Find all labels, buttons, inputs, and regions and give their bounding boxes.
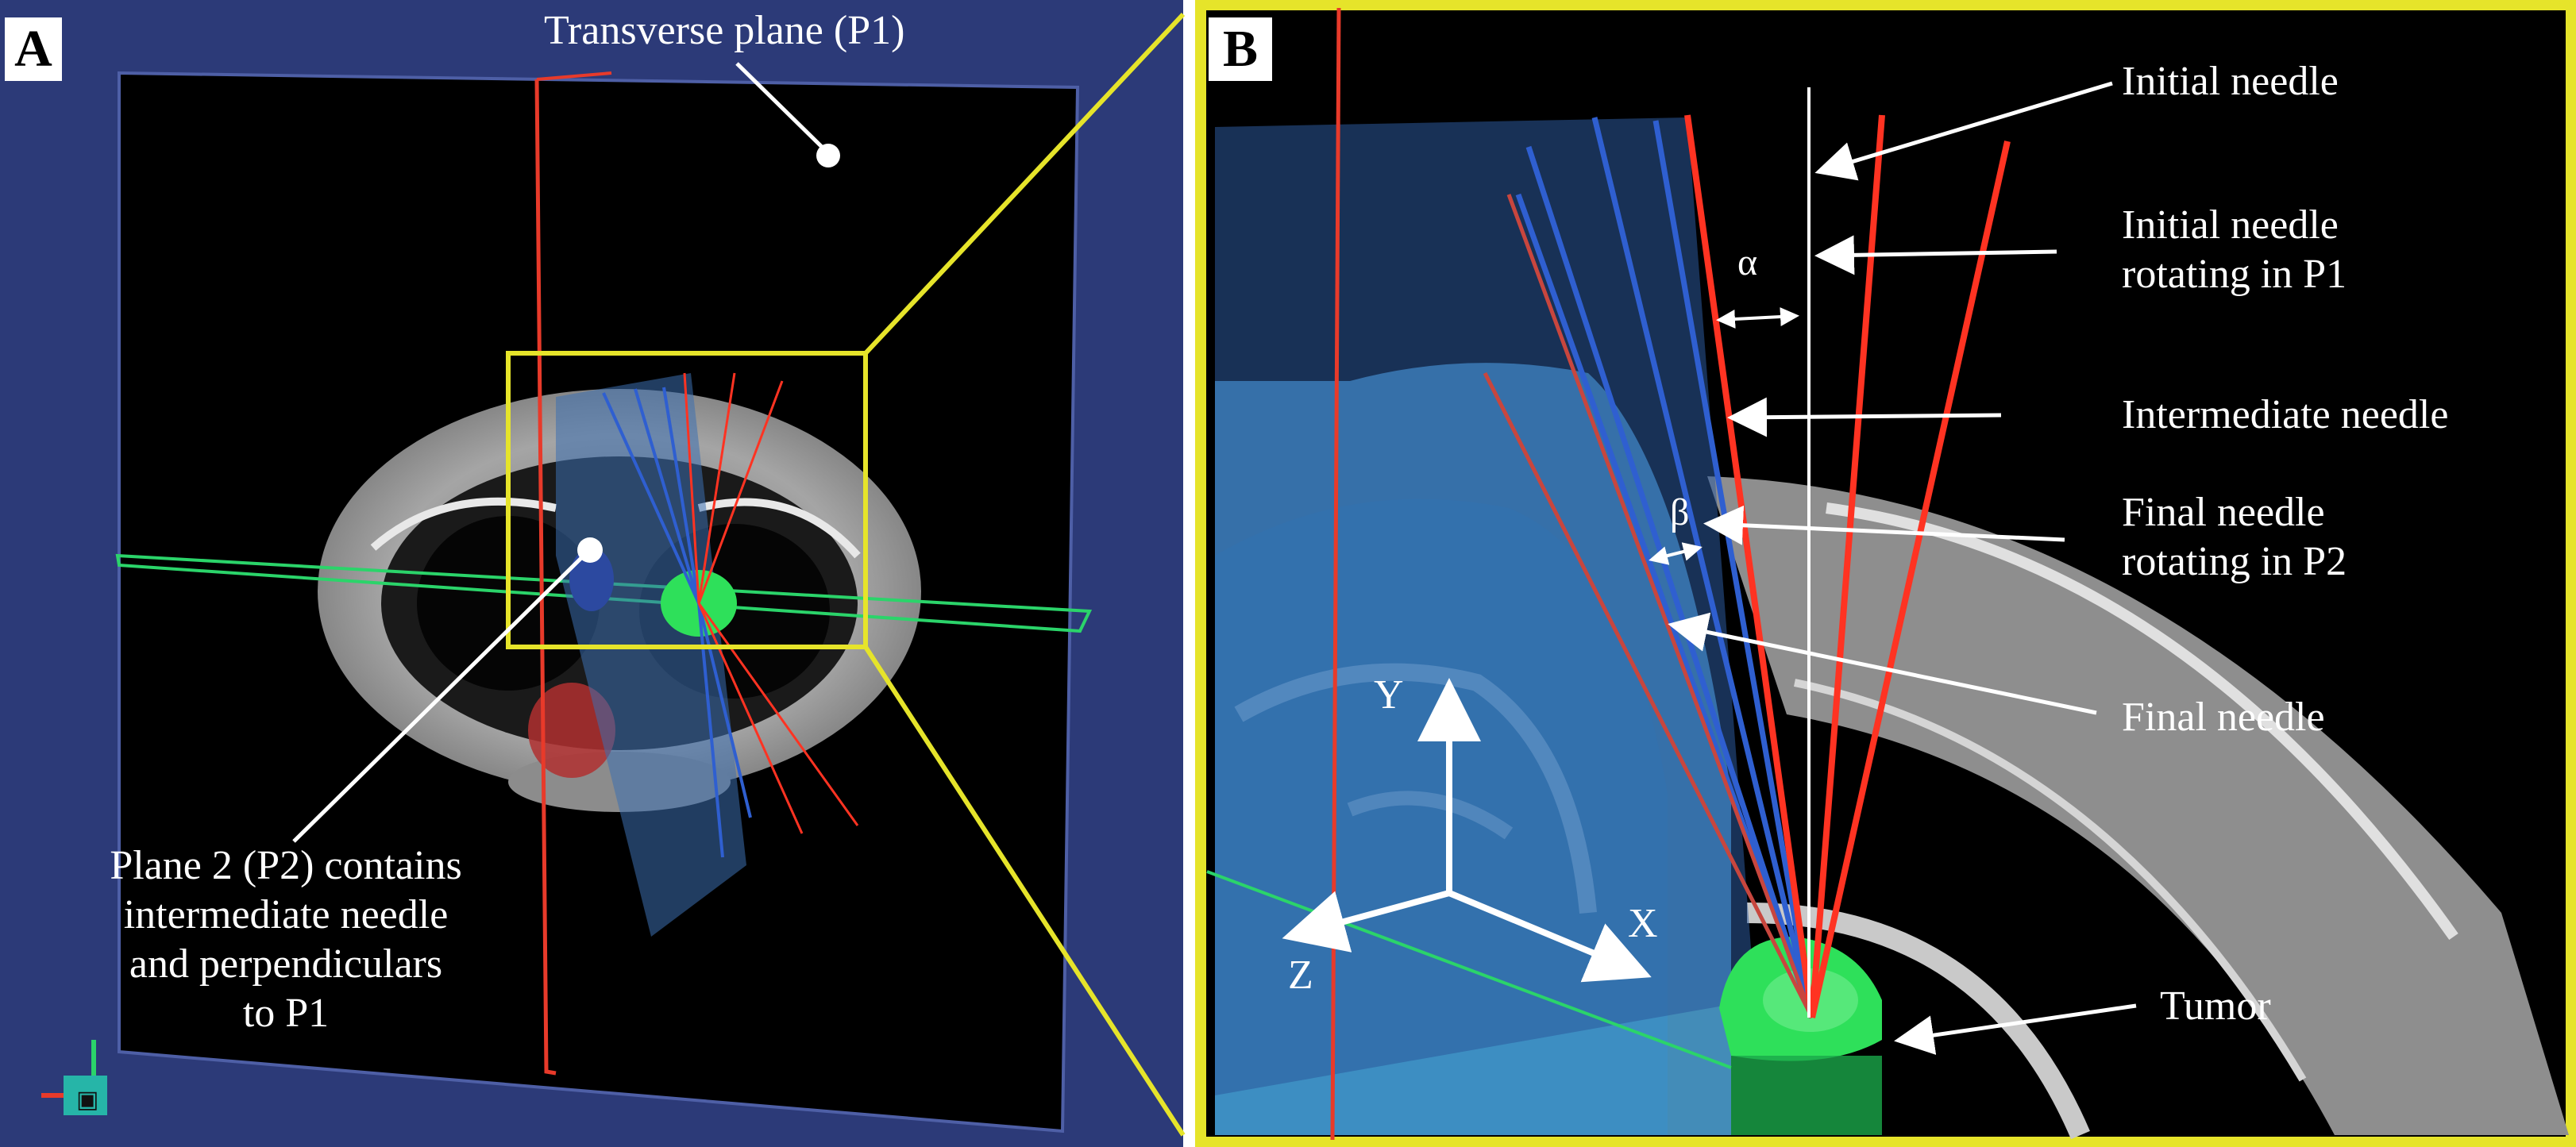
rotating-p1-line-1: Initial needle xyxy=(2122,202,2339,248)
alpha-arc xyxy=(1716,307,1799,329)
axes-widget xyxy=(1282,678,1652,983)
plane-p2-b xyxy=(1215,117,1755,1095)
rotating-p2-line-1: Final needle xyxy=(2122,490,2325,535)
alpha-label: α xyxy=(1737,241,1758,283)
initial-needle-label: Initial needle xyxy=(2122,59,2339,104)
p2-line-1: Plane 2 (P2) contains xyxy=(110,843,462,888)
p2-line-4: to P1 xyxy=(242,991,330,1036)
axis-x-label: X xyxy=(1628,901,1658,946)
orientation-widget: ▣ xyxy=(41,1040,107,1115)
rotating-p1-line-2: rotating in P1 xyxy=(2122,252,2347,297)
rotating-p1-label: Initial needle rotating in P1 xyxy=(2122,201,2347,299)
p1-pointer xyxy=(735,62,827,152)
needles-a xyxy=(602,372,859,858)
svg-text:▣: ▣ xyxy=(76,1086,98,1114)
intermediate-needle-label: Intermediate needle xyxy=(2122,392,2449,437)
plane-p2 xyxy=(556,373,746,937)
panel-b xyxy=(1195,0,2576,1147)
panel-letter-a: A xyxy=(5,17,62,81)
transverse-plane-label: Transverse plane (P1) xyxy=(544,8,905,53)
panel-letter-b: B xyxy=(1209,17,1272,81)
p1-pointer-dot xyxy=(816,144,840,167)
p2-pointer xyxy=(292,554,585,843)
annotation-arrows xyxy=(1668,81,2137,1055)
zoom-connector-top xyxy=(863,12,1186,356)
ct-gray-arc xyxy=(1707,476,2569,1135)
p2-line-3: and perpendiculars xyxy=(129,941,443,987)
p2-pointer-dot xyxy=(577,537,603,563)
beta-arc xyxy=(1649,542,1703,565)
axis-z-label: Z xyxy=(1288,953,1313,998)
final-needle-label: Final needle xyxy=(2122,695,2325,740)
p2-description: Plane 2 (P2) contains intermediate needl… xyxy=(71,841,500,1038)
p2-line-2: intermediate needle xyxy=(123,892,449,937)
needles-b xyxy=(1483,87,2011,1019)
tumor-label: Tumor xyxy=(2160,983,2271,1029)
red-plane xyxy=(534,79,557,1076)
panel-a: ▣ xyxy=(0,0,1183,1147)
beta-label: β xyxy=(1670,491,1690,533)
zoom-connector-bottom xyxy=(863,645,1186,1137)
rotating-p2-line-2: rotating in P2 xyxy=(2122,539,2347,584)
green-plane xyxy=(115,553,1093,633)
rotating-p2-label: Final needle rotating in P2 xyxy=(2122,488,2347,587)
highlight-box xyxy=(506,351,868,649)
axis-y-label: Y xyxy=(1374,672,1404,718)
